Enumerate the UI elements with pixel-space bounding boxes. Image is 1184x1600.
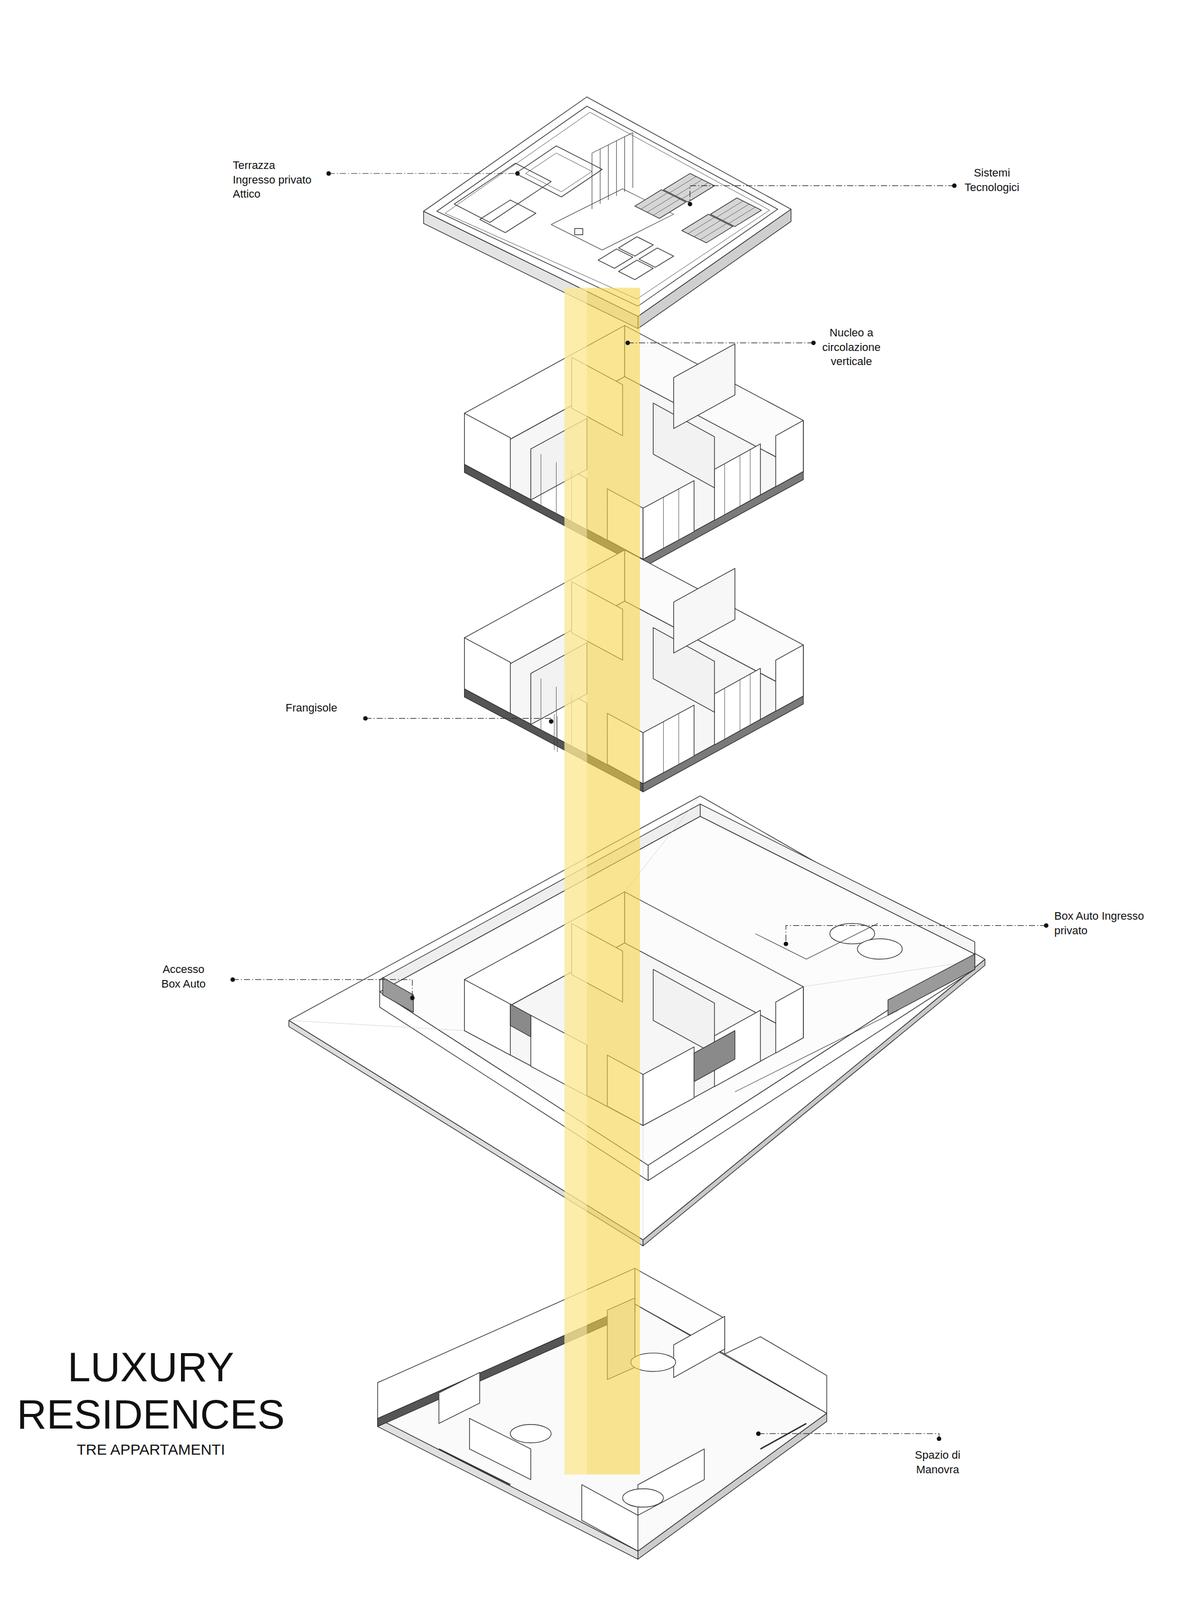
callout-label: Sistemi Tecnologici — [959, 165, 1025, 195]
title: LUXURY RESIDENCES — [5, 1343, 297, 1439]
callout-label: Frangisole — [285, 700, 351, 716]
subtitle: TRE APPARTAMENTI — [5, 1440, 297, 1458]
callout-label: Box Auto Ingresso privato — [1054, 908, 1145, 938]
callout-label: Accesso Box Auto — [155, 962, 212, 991]
callout-label: Terrazza Ingresso privato Attico — [232, 158, 320, 202]
callout-label: Spazio di Manovra — [907, 1447, 968, 1477]
callout-label: Nucleo a circolazione verticale — [817, 325, 886, 370]
